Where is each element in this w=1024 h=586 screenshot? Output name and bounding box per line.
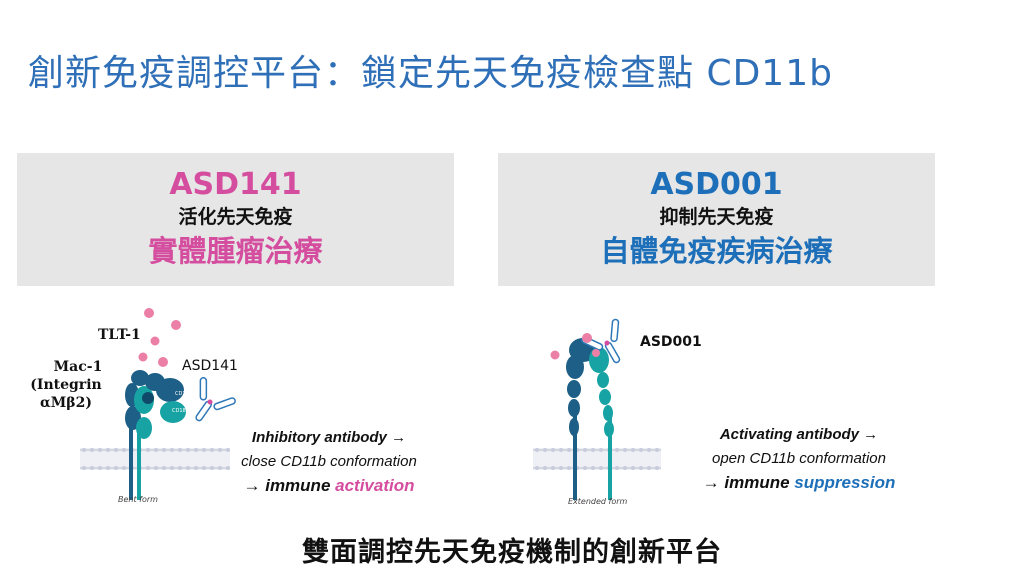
- asd141-card: ASD141 活化先天免疫 實體腫瘤治療: [17, 153, 454, 286]
- extended-form-diagram: [533, 318, 661, 500]
- card-drug-name: ASD001: [650, 167, 783, 202]
- card-drug-name: ASD141: [169, 167, 302, 202]
- mechanism-line-2: open CD11b conformation: [712, 450, 886, 467]
- tlt1-ligands: [550, 333, 600, 360]
- mac1-protein: [125, 370, 186, 439]
- mac1-label: Mac-1: [53, 359, 103, 375]
- activation-highlight: activation: [335, 476, 415, 495]
- cd11b-stalk: [129, 425, 133, 500]
- card-mechanism: 抑制先天免疫: [659, 206, 774, 228]
- page-title: 創新免疫調控平台：鎖定先天免疫檢查點 CD11b: [28, 53, 833, 94]
- immune-prefix: → immune: [243, 476, 336, 495]
- cd18-stalk: [137, 425, 141, 500]
- cell-membrane: [80, 448, 230, 470]
- mechanism-line-3: → immune activation: [218, 474, 440, 498]
- asd001-card: ASD001 抑制先天免疫 自體免疫疾病治療: [498, 153, 935, 286]
- mechanism-line-2: close CD11b conformation: [241, 453, 417, 470]
- asd001-antibody-label: ASD001: [640, 334, 702, 350]
- footer-caption: 雙面調控先天免疫機制的創新平台: [302, 537, 722, 568]
- integrin-label: (Integrin αMβ2): [30, 377, 102, 411]
- card-indication: 自體免疫疾病治療: [600, 234, 833, 268]
- asd141-antibody-label: ASD141: [182, 358, 238, 374]
- asd001-mechanism-text: Activating antibody → open CD11b conform…: [688, 423, 910, 495]
- mechanism-line-1: Inhibitory antibody →: [251, 429, 407, 446]
- tlt1-ligands: [138, 308, 181, 367]
- mechanism-line-1: Activating antibody →: [719, 426, 879, 443]
- tlt1-label: TLT-1: [98, 327, 141, 343]
- cd18-tag: CD18: [172, 408, 186, 414]
- card-indication: 實體腫瘤治療: [148, 234, 323, 268]
- asd141-mechanism-text: Inhibitory antibody → close CD11b confor…: [218, 426, 440, 498]
- cd11b-tag: CD11b: [175, 391, 192, 397]
- bent-form-diagram: CD11b CD18: [80, 308, 236, 500]
- mechanism-line-3: → immune suppression: [688, 471, 910, 495]
- bent-form-caption: Bent form: [118, 495, 158, 504]
- suppression-highlight: suppression: [794, 473, 896, 492]
- cd18-chain: [589, 347, 614, 500]
- asd141-antibody: [195, 377, 236, 422]
- cell-membrane: [533, 448, 661, 470]
- immune-prefix: → immune: [702, 473, 795, 492]
- extended-form-caption: Extended form: [568, 497, 628, 506]
- card-mechanism: 活化先天免疫: [178, 206, 293, 228]
